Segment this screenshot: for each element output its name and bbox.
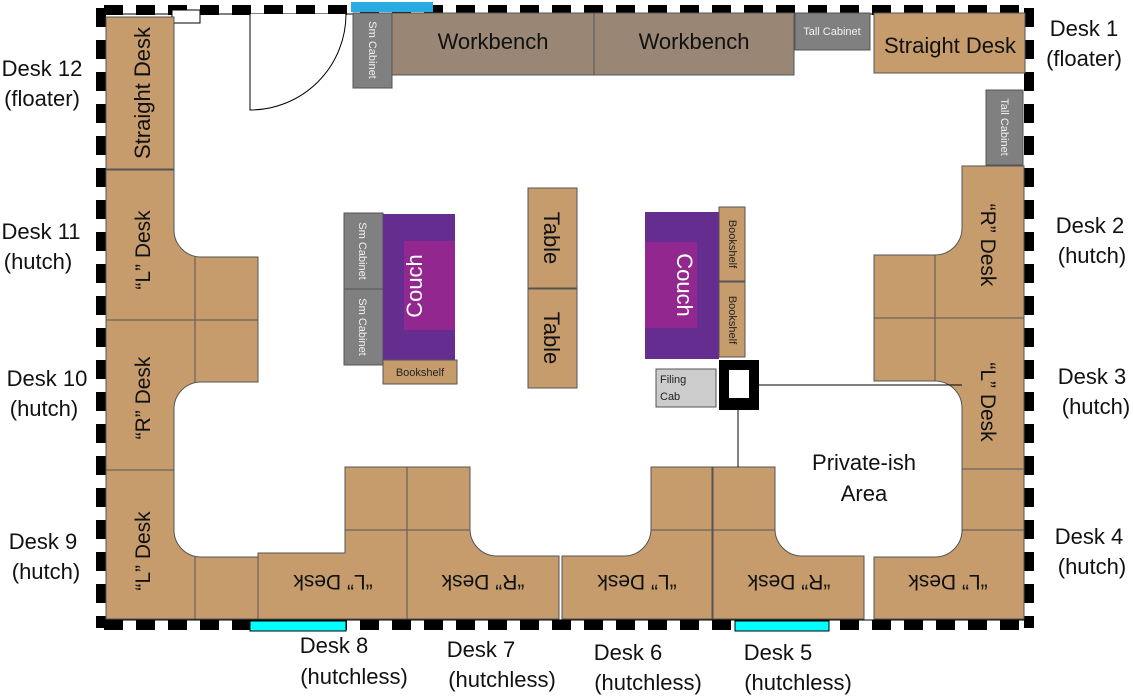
desk12-label-1: Desk 12 (2, 56, 83, 81)
table-1: Table (527, 187, 578, 289)
r-desk-5-label: “R” Desk (747, 570, 830, 593)
sm-cabinet-top-label: Sm Cabinet (366, 21, 378, 78)
sm-cabinet-center-2-label: Sm Cabinet (356, 298, 368, 355)
r-desk-2-label: “R” Desk (976, 204, 999, 287)
couch-left-label: Couch (402, 254, 427, 318)
desk12-label-2: (floater) (4, 86, 80, 111)
straight-desk-12-label: Straight Desk (130, 26, 155, 159)
bookshelf-right-2: Bookshelf (718, 281, 746, 358)
l-desk-8: “L” Desk (257, 466, 408, 620)
bookshelf-right-1-label: Bookshelf (726, 220, 738, 269)
l-desk-3-label: “L” Desk (976, 362, 999, 442)
r-desk-5: “R” Desk (712, 466, 865, 620)
sm-cabinet-top: Sm Cabinet (352, 12, 393, 89)
l-desk-6-label: “L” Desk (597, 570, 677, 593)
desk10-label-1: Desk 10 (7, 366, 88, 391)
straight-desk-1-label: Straight Desk (884, 33, 1017, 58)
table-2: Table (527, 288, 578, 389)
desk11-label-1: Desk 11 (1, 219, 80, 244)
desk1-label-2: (floater) (1046, 46, 1122, 71)
l-desk-4: “L” Desk (873, 468, 1025, 620)
l-desk-11: “L” Desk (105, 169, 259, 321)
desk7-label-2: (hutchless) (448, 667, 556, 692)
r-desk-10-label: “R” Desk (132, 356, 155, 439)
desk1-label-1: Desk 1 (1050, 16, 1118, 41)
window-bottom-right (734, 620, 830, 632)
tall-cabinet-right: Tall Cabinet (985, 89, 1024, 166)
desk6-label-2: (hutchless) (594, 670, 702, 695)
sm-cabinet-center-2: Sm Cabinet (343, 288, 384, 366)
l-desk-6: “L” Desk (561, 466, 713, 620)
bookshelf-right-2-label: Bookshelf (726, 296, 738, 345)
window-bottom-left (249, 620, 347, 632)
workbench-2: Workbench (593, 12, 795, 76)
door (171, 9, 347, 111)
desk-labels: Desk 1 (floater) Desk 2 (hutch) Desk 3 (… (1, 16, 1130, 695)
desk2-label-2: (hutch) (1058, 243, 1126, 268)
bookshelf-left-label: Bookshelf (396, 367, 445, 379)
r-desk-2: “R” Desk (873, 165, 1025, 319)
workbench-1: Workbench (391, 12, 595, 76)
desk3-label-2: (hutch) (1062, 394, 1130, 419)
desk2-label-1: Desk 2 (1056, 213, 1124, 238)
window-top (351, 2, 433, 12)
desk4-label-1: Desk 4 (1055, 524, 1123, 549)
tall-cabinet-top-label: Tall Cabinet (803, 26, 860, 38)
straight-desk-1: Straight Desk (873, 12, 1026, 74)
r-desk-10: “R” Desk (105, 319, 259, 471)
l-desk-11-label: “L” Desk (132, 210, 155, 290)
desk8-label-1: Desk 8 (300, 633, 368, 658)
workbench-1-label: Workbench (438, 29, 549, 54)
private-area-line-2: Area (841, 481, 888, 506)
private-area-label: Private-ish Area (812, 450, 916, 506)
sm-cabinet-center-1-label: Sm Cabinet (356, 222, 368, 279)
desk3-label-1: Desk 3 (1058, 364, 1126, 389)
table-1-label: Table (539, 212, 564, 265)
desk7-label-1: Desk 7 (447, 637, 515, 662)
l-desk-4-label: “L” Desk (908, 570, 988, 593)
l-desk-3: “L” Desk (873, 317, 1025, 470)
partition (719, 360, 962, 467)
desk9-label-2: (hutch) (12, 559, 80, 584)
tall-cabinet-top: Tall Cabinet (794, 12, 871, 51)
workbench-2-label: Workbench (639, 29, 750, 54)
bookshelf-right-1: Bookshelf (718, 206, 746, 282)
bookshelf-left: Bookshelf (382, 359, 458, 385)
private-area-line-1: Private-ish (812, 450, 916, 475)
tall-cabinet-right-label: Tall Cabinet (998, 98, 1010, 155)
desk10-label-2: (hutch) (10, 396, 78, 421)
desk5-label-2: (hutchless) (744, 670, 852, 695)
couch-left: Couch (383, 214, 455, 360)
filing-cabinet-label-1: Filing (660, 374, 686, 386)
straight-desk-12: Straight Desk (105, 16, 175, 170)
filing-cabinet: Filing Cab (655, 368, 717, 408)
desk5-label-1: Desk 5 (744, 640, 812, 665)
desk9-label-1: Desk 9 (9, 529, 77, 554)
l-desk-8-label: “L” Desk (293, 570, 373, 593)
r-desk-7: “R” Desk (406, 466, 560, 620)
walls (96, 5, 1034, 630)
desk6-label-1: Desk 6 (594, 640, 662, 665)
sm-cabinet-center-1: Sm Cabinet (343, 212, 384, 290)
table-2-label: Table (539, 312, 564, 365)
couch-right: Couch (645, 212, 719, 359)
l-desk-9: “L” Desk (105, 469, 259, 620)
desk8-label-2: (hutchless) (300, 664, 408, 689)
r-desk-7-label: “R” Desk (441, 570, 524, 593)
l-desk-9-label: “L” Desk (132, 511, 155, 591)
desk4-label-2: (hutch) (1058, 554, 1126, 579)
desk11-label-2: (hutch) (4, 249, 72, 274)
couch-right-label: Couch (672, 253, 697, 317)
filing-cabinet-label-2: Cab (660, 391, 680, 403)
